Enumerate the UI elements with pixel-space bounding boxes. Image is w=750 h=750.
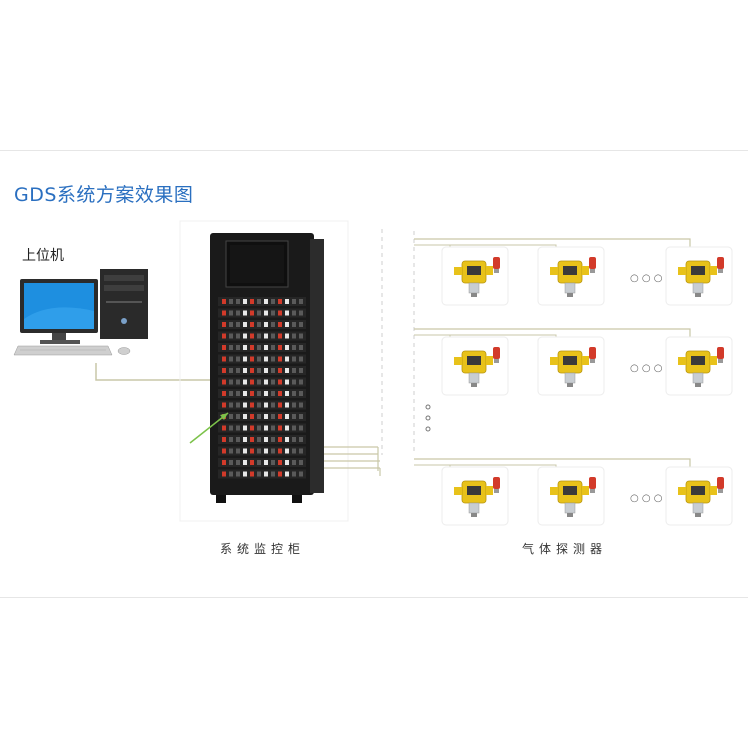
detector-row: ○ ○ ○	[414, 459, 732, 525]
monitor-icon	[20, 279, 98, 344]
gas-detector-icon	[538, 337, 604, 395]
detector-caption: 气体探测器	[522, 540, 607, 557]
mouse-icon	[118, 348, 130, 355]
monitoring-cabinet	[210, 233, 324, 503]
detector-row: ○ ○ ○	[414, 239, 732, 305]
diagram-stage: ○ ○ ○ ○ ○ ○ ○ ○ ○ GDS系统方案效果图 上位机 系统监控柜 气体探…	[0, 150, 748, 598]
host-computer	[14, 269, 216, 380]
gas-detector-icon	[666, 247, 732, 305]
more-rows-dot	[426, 427, 430, 431]
cabinet-caption: 系统监控柜	[220, 540, 305, 557]
signal-bus	[324, 229, 414, 476]
detector-row: ○ ○ ○	[414, 329, 732, 395]
detector-rows: ○ ○ ○ ○ ○ ○ ○ ○ ○	[414, 239, 732, 525]
ellipsis-dots: ○ ○ ○	[630, 273, 663, 284]
gas-detector-icon	[538, 467, 604, 525]
ellipsis-dots: ○ ○ ○	[630, 363, 663, 374]
pc-cable	[96, 363, 216, 380]
ellipsis-dots: ○ ○ ○	[630, 493, 663, 504]
gas-detector-icon	[442, 467, 508, 525]
more-rows-dot	[426, 405, 430, 409]
gas-detector-icon	[538, 247, 604, 305]
tower-case-icon	[100, 269, 148, 339]
host-computer-label: 上位机	[22, 245, 64, 265]
gas-detector-icon	[666, 467, 732, 525]
gds-system-diagram: ○ ○ ○ ○ ○ ○ ○ ○ ○	[0, 151, 748, 597]
gas-detector-icon	[442, 337, 508, 395]
more-rows-dot	[426, 416, 430, 420]
keyboard-icon	[14, 346, 112, 355]
gas-detector-icon	[666, 337, 732, 395]
gas-detector-icon	[442, 247, 508, 305]
page-title: GDS系统方案效果图	[14, 180, 193, 207]
